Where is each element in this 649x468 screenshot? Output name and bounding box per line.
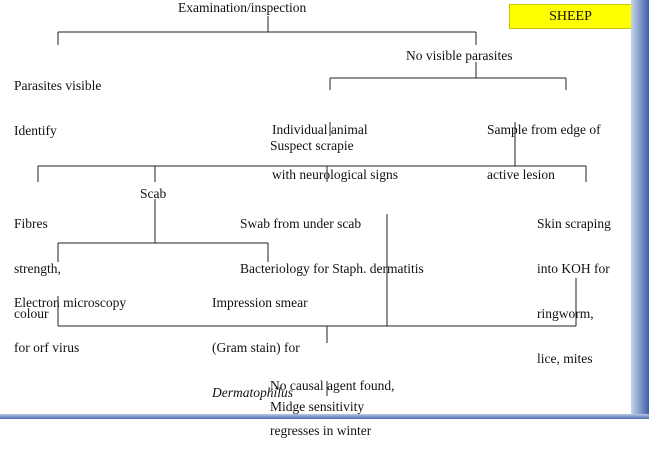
- window-frame-bottom: [0, 414, 649, 419]
- node-swab: Swab from under scab Bacteriology for St…: [240, 216, 424, 276]
- node-neurological: Individual animal with neurological sign…: [272, 122, 398, 182]
- node-midge-sensitivity: Midge sensitivity: [270, 399, 365, 414]
- node-scab: Scab: [140, 186, 167, 201]
- connector-lines: [37, 16, 587, 396]
- node-electron-microscopy: Electron microscopy for orf virus: [14, 295, 127, 355]
- node-no-visible-parasites: No visible parasites: [406, 48, 513, 63]
- node-skin-scraping: Skin scraping into KOH for ringworm, lic…: [537, 216, 611, 366]
- node-suspect-scrapie: Suspect scrapie: [270, 138, 354, 153]
- node-fibres: Fibres strength, colour: [14, 216, 61, 321]
- node-sample-edge: Sample from edge of active lesion: [487, 122, 601, 182]
- node-impression-smear: Impression smear (Gram stain) for Dermat…: [212, 295, 308, 400]
- flowchart: SHEEP Examination/inspection Parasites v…: [14, 0, 632, 438]
- window-frame-right: [631, 0, 649, 419]
- species-badge: SHEEP: [509, 4, 632, 29]
- node-parasites-visible: Parasites visible Identify: [14, 78, 102, 138]
- node-examination: Examination/inspection: [178, 0, 307, 15]
